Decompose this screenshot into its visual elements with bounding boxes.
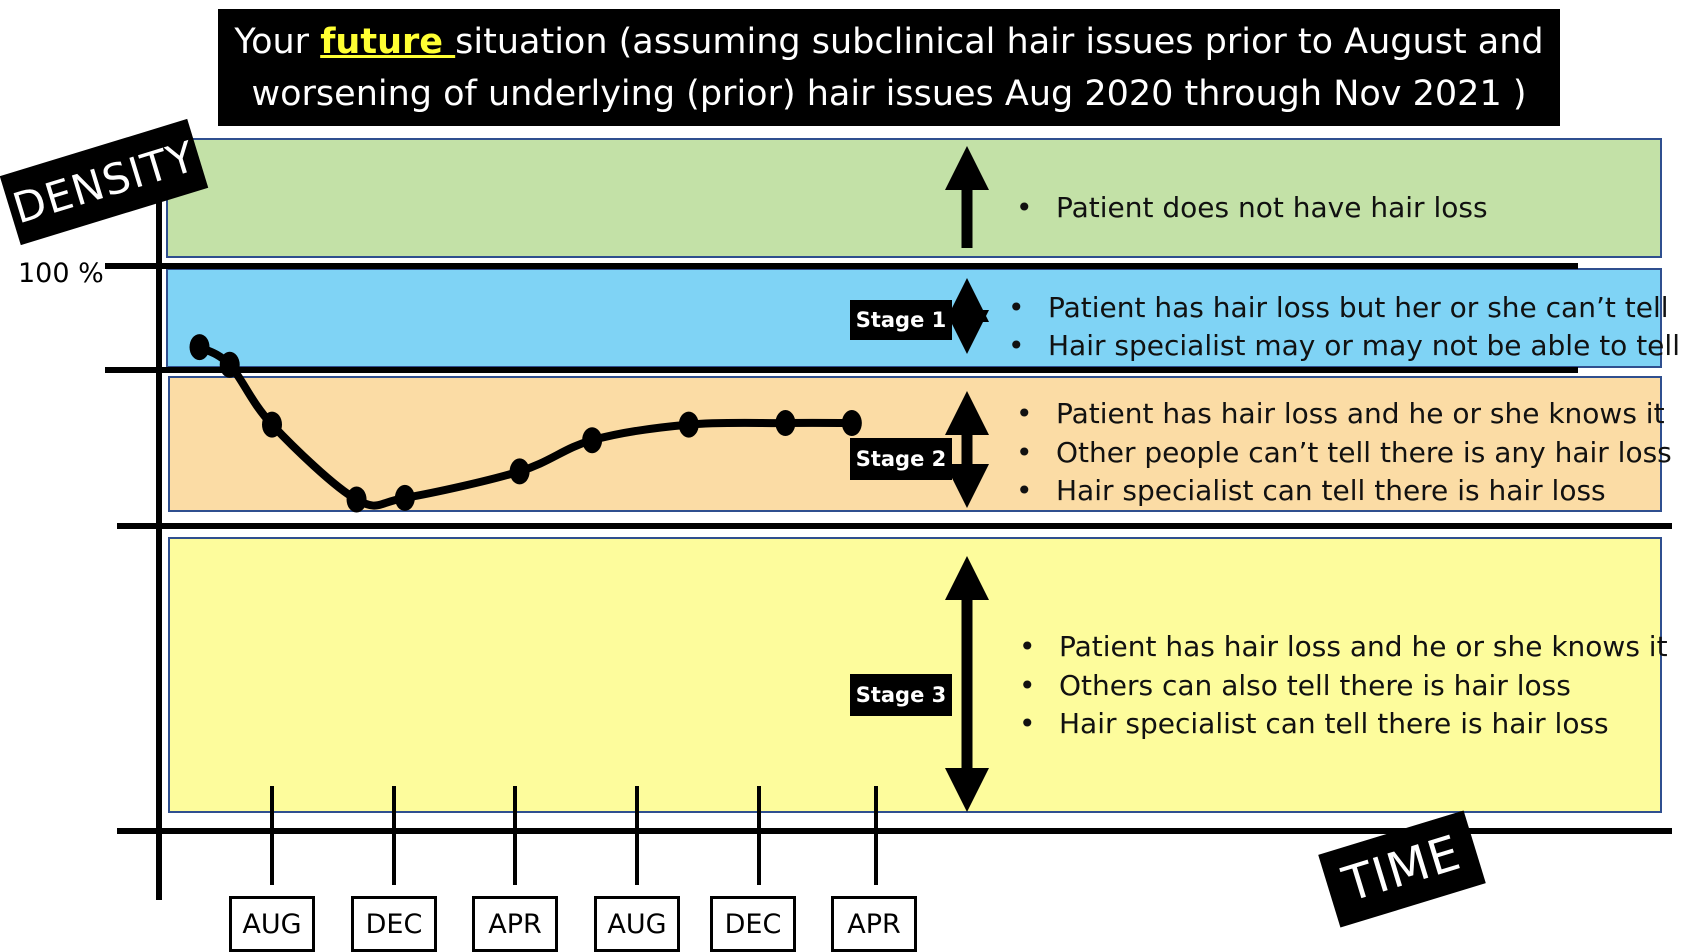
density-data-point	[841, 410, 862, 437]
title-highlight: future	[320, 21, 456, 62]
bullet-item: Hair specialist can tell there is hair l…	[1016, 472, 1672, 511]
density-data-point	[219, 351, 240, 378]
y-100-label: 100 %	[18, 258, 104, 289]
density-data-point	[582, 427, 603, 454]
no-loss-bullets: Patient does not have hair loss	[1016, 189, 1488, 227]
bullet-item: Patient has hair loss and he or she know…	[1016, 395, 1672, 434]
month-label-dec-2: DEC	[710, 896, 796, 952]
density-data-point	[509, 458, 530, 485]
bullet-item: Hair specialist can tell there is hair l…	[1019, 705, 1668, 744]
y-axis	[156, 185, 162, 900]
stage-1-bullets: Patient has hair loss but her or she can…	[1008, 289, 1680, 365]
line-stage2-stage3	[117, 523, 1672, 529]
bullet-item: Others can also tell there is hair loss	[1019, 667, 1668, 706]
title-line-2: worsening of underlying (prior) hair iss…	[251, 73, 1527, 114]
bullet-item: Hair specialist may or may not be able t…	[1008, 327, 1680, 365]
bullet-item: Patient has hair loss and he or she know…	[1019, 628, 1668, 667]
bullet-item: Patient does not have hair loss	[1016, 189, 1488, 227]
title-line-1: Your future situation (assuming subclini…	[234, 21, 1544, 62]
title-box: Your future situation (assuming subclini…	[218, 9, 1560, 126]
month-label-aug-2: AUG	[594, 896, 680, 952]
density-curve-points	[189, 334, 862, 513]
bullet-item: Other people can’t tell there is any hai…	[1016, 434, 1672, 473]
bullet-item: Patient has hair loss but her or she can…	[1008, 289, 1680, 327]
density-data-point	[394, 484, 415, 511]
month-label-apr-1: APR	[472, 896, 558, 952]
density-data-point	[189, 334, 210, 361]
stage-2-label: Stage 2	[850, 438, 952, 480]
x-axis	[117, 828, 1672, 834]
stage-3-bullets: Patient has hair loss and he or she know…	[1019, 628, 1668, 744]
density-data-point	[262, 411, 282, 438]
month-label-apr-2: APR	[831, 896, 917, 952]
stage-2-bullets: Patient has hair loss and he or she know…	[1016, 395, 1672, 511]
line-stage1-stage2	[105, 367, 1578, 373]
stage-1-label: Stage 1	[850, 300, 952, 340]
density-data-point	[678, 411, 699, 438]
density-data-point	[775, 410, 796, 437]
line-100-percent	[105, 263, 1578, 269]
month-label-aug-1: AUG	[229, 896, 315, 952]
stage-3-label: Stage 3	[850, 674, 952, 716]
density-data-point	[346, 486, 367, 513]
month-ticks	[270, 786, 878, 885]
month-label-dec-1: DEC	[351, 896, 437, 952]
density-curve	[195, 343, 856, 510]
